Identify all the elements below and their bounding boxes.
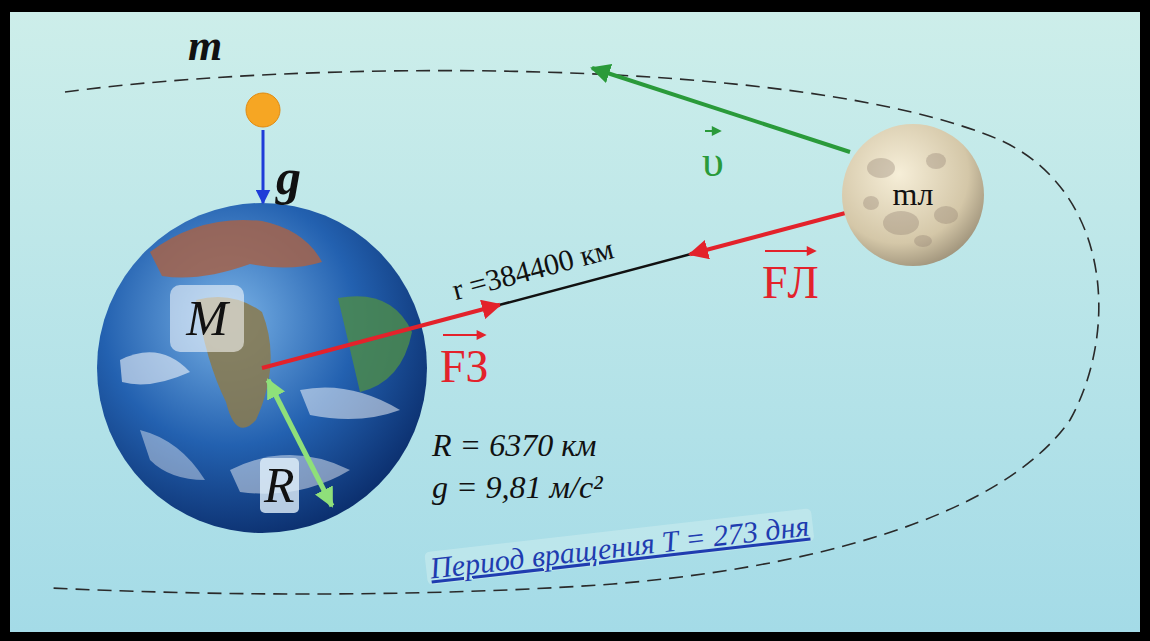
- earth-cloud: [140, 430, 205, 480]
- mass-panel: M: [170, 285, 244, 352]
- moon-body: mл: [841, 123, 985, 267]
- vector-arrowhead: [807, 246, 817, 256]
- gravity-arrow: [262, 130, 265, 203]
- node-text: mл: [893, 177, 934, 212]
- value-label: g = 9,81 м/с²: [432, 470, 603, 505]
- vector-arrowhead: [477, 330, 487, 340]
- vector-arrowhead: [712, 126, 722, 136]
- earth-land: [150, 220, 322, 278]
- value-label: R = 6370 км: [432, 428, 597, 463]
- moon-crater: [863, 196, 879, 210]
- acceleration-label: g: [276, 150, 301, 205]
- vector-arrow: [443, 334, 479, 336]
- small-body: [246, 93, 280, 127]
- orbit: [50, 71, 1099, 594]
- earth-cloud: [300, 388, 400, 420]
- force-label: FЗ: [440, 330, 489, 393]
- moon-crater: [926, 153, 946, 169]
- moon-crater: [883, 211, 919, 235]
- background: [10, 12, 1140, 632]
- force-label: FЛ: [762, 246, 819, 309]
- mass-label: m: [188, 22, 222, 70]
- moon-crater: [867, 158, 895, 178]
- moon-crater: [914, 235, 932, 247]
- velocity-label: υ: [702, 126, 724, 186]
- vector-arrow: [765, 250, 809, 252]
- earth-cloud: [120, 352, 190, 384]
- radius-label: R: [260, 458, 299, 513]
- moon-disc: [842, 124, 984, 266]
- moon-crater: [934, 206, 958, 224]
- node-text: M: [186, 291, 228, 346]
